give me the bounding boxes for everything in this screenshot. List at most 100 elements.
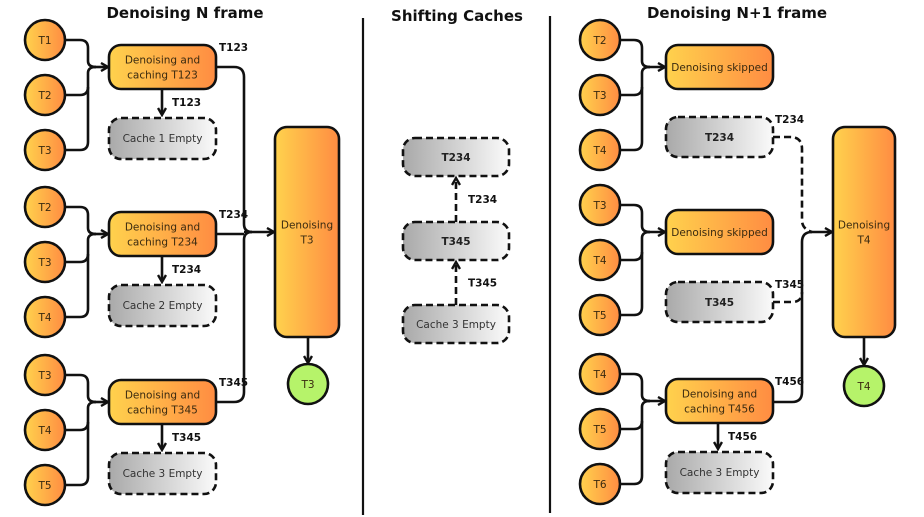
right-group-1-input-t4-label: T4: [592, 145, 606, 157]
panel-title-frame-n1: Denoising N+1 frame: [647, 4, 827, 22]
right-group-2-cache-box: [664, 280, 775, 324]
right-group-3-cache-label: Cache 3 Empty: [680, 467, 760, 479]
right-group-1-input-t2-label: T2: [592, 35, 606, 47]
left-group-1-edge-top: [65, 38, 97, 69]
mid-shift-arrow-2-label: T345: [468, 278, 497, 290]
left-group-2-cache-label: Cache 2 Empty: [123, 300, 203, 312]
left-group-2-cache-arrow-label: T234: [172, 264, 201, 276]
right-group-1-process-box: [664, 43, 775, 91]
left-group-2-process-label: Denoising and: [125, 222, 200, 234]
right-group-2-process-label: Denoising skipped: [671, 227, 768, 239]
left-final-label: T3: [299, 235, 313, 247]
left-group-1-input-t2-label: T2: [37, 90, 51, 102]
right-group-3-input-t6-label: T6: [592, 479, 606, 491]
right-group-3-input-t5-label: T5: [592, 424, 606, 436]
right-group-2-input-t3-label: T3: [592, 200, 606, 212]
left-group-1-process-box: [107, 43, 218, 91]
mid-cache-3-label: Cache 3 Empty: [416, 319, 496, 331]
left-final-label: Denoising: [281, 220, 333, 232]
left-group-2-input-t3-label: T3: [37, 257, 51, 269]
left-group-2-edge-bottom: [65, 232, 97, 319]
mid-cache-1-box: [401, 136, 511, 178]
left-group-3-edge-top: [65, 373, 97, 404]
right-cache-t234-edge: [773, 135, 813, 234]
right-group-3-edge-mid: [620, 420, 644, 431]
left-group-1-edge-mid: [65, 86, 90, 97]
left-group-2-input-t2-label: T2: [37, 202, 51, 214]
mid-cache-2-box: [401, 220, 511, 262]
right-final-box: [831, 125, 897, 339]
left-group-1-cache-label: Cache 1 Empty: [123, 133, 203, 145]
right-group-2-input-t5-label: T5: [592, 310, 606, 322]
left-output-label: T3: [300, 379, 314, 391]
right-final-label: Denoising: [838, 220, 890, 232]
right-group-3-edge-bottom: [620, 399, 651, 486]
left-group-2-edge-mid: [65, 253, 90, 264]
left-group-3-input-t5-label: T5: [37, 480, 51, 492]
left-group-1-edge-bottom: [65, 65, 97, 152]
left-group-2-out-label: T234: [219, 209, 248, 221]
left-group-2-input-t4-label: T4: [37, 312, 51, 324]
right-group-1-edge-top: [620, 38, 651, 69]
right-group-2-edge-top: [620, 203, 651, 234]
mid-cache-2-label: T345: [441, 236, 470, 248]
left-group-3-edge-bottom: [65, 400, 97, 487]
right-group-1-input-t3-label: T3: [592, 90, 606, 102]
right-group-2-cache-out-label: T345: [775, 279, 804, 291]
left-group-1-input-t3-label: T3: [37, 145, 51, 157]
right-group-3-cache-arrow-label: T456: [728, 431, 757, 443]
left-group-1-process-label: caching T123: [127, 70, 198, 82]
left-group-3-process-box: [107, 378, 218, 426]
mid-shift-arrow-1-label: T234: [468, 194, 497, 206]
left-group-3-input-t4-label: T4: [37, 425, 51, 437]
left-group-3-cache-label: Cache 3 Empty: [123, 468, 203, 480]
right-cache-t345-edge: [773, 291, 804, 304]
right-group-3-process-label: caching T456: [684, 404, 755, 416]
left-group-1-out-label: T123: [219, 42, 248, 54]
mid-cache-3-box: [401, 303, 511, 345]
right-group-3-cache-box: [664, 450, 775, 495]
left-group-3-input-t3-label: T3: [37, 370, 51, 382]
left-group-1-cache-arrow-label: T123: [172, 97, 201, 109]
right-group-2-edge-bottom: [620, 230, 651, 317]
left-final-box: [273, 125, 341, 339]
left-group-1-input-t1-label: T1: [37, 35, 51, 47]
mid-cache-1-label: T234: [441, 152, 470, 164]
right-group-2-input-t4-label: T4: [592, 255, 606, 267]
right-group-3-input-t4-label: T4: [592, 369, 606, 381]
panel-title-shifting-caches: Shifting Caches: [391, 7, 523, 25]
right-output: [842, 364, 886, 408]
right-group-1-edge-bottom: [620, 65, 651, 152]
left-output: [286, 362, 330, 406]
left-group-2-edge-top: [65, 205, 97, 236]
left-group-1-process-label: Denoising and: [125, 55, 200, 67]
right-group-3-process-box: [664, 377, 775, 425]
left-group-2-process-box: [107, 210, 218, 258]
right-output-label: T4: [856, 381, 870, 393]
right-group-3-edge-top: [620, 372, 651, 403]
left-group-1-cache-box: [107, 116, 218, 161]
right-group-2-process-box: [664, 208, 775, 256]
right-group-2-cache-label: T345: [705, 297, 734, 309]
right-final-label: T4: [856, 235, 870, 247]
left-group-3-cache-box: [107, 451, 218, 496]
left-group-3-process-label: caching T345: [127, 405, 198, 417]
left-group-2-cache-box: [107, 283, 218, 328]
panel-title-frame-n: Denoising N frame: [106, 4, 263, 22]
right-group-1-cache-out-label: T234: [775, 114, 804, 126]
left-group-3-out-label: T345: [219, 377, 248, 389]
left-group-3-process-label: Denoising and: [125, 390, 200, 402]
left-group-1-out-edge: [216, 65, 253, 234]
right-group-1-process-label: Denoising skipped: [671, 62, 768, 74]
right-group-3-out-label: T456: [775, 376, 804, 388]
right-group-3-out-edge: [773, 230, 813, 404]
right-group-1-cache-box: [664, 115, 775, 159]
left-group-3-cache-arrow-label: T345: [172, 432, 201, 444]
left-group-2-process-label: caching T234: [127, 237, 198, 249]
right-group-1-cache-label: T234: [705, 132, 734, 144]
left-group-3-edge-mid: [65, 421, 90, 432]
